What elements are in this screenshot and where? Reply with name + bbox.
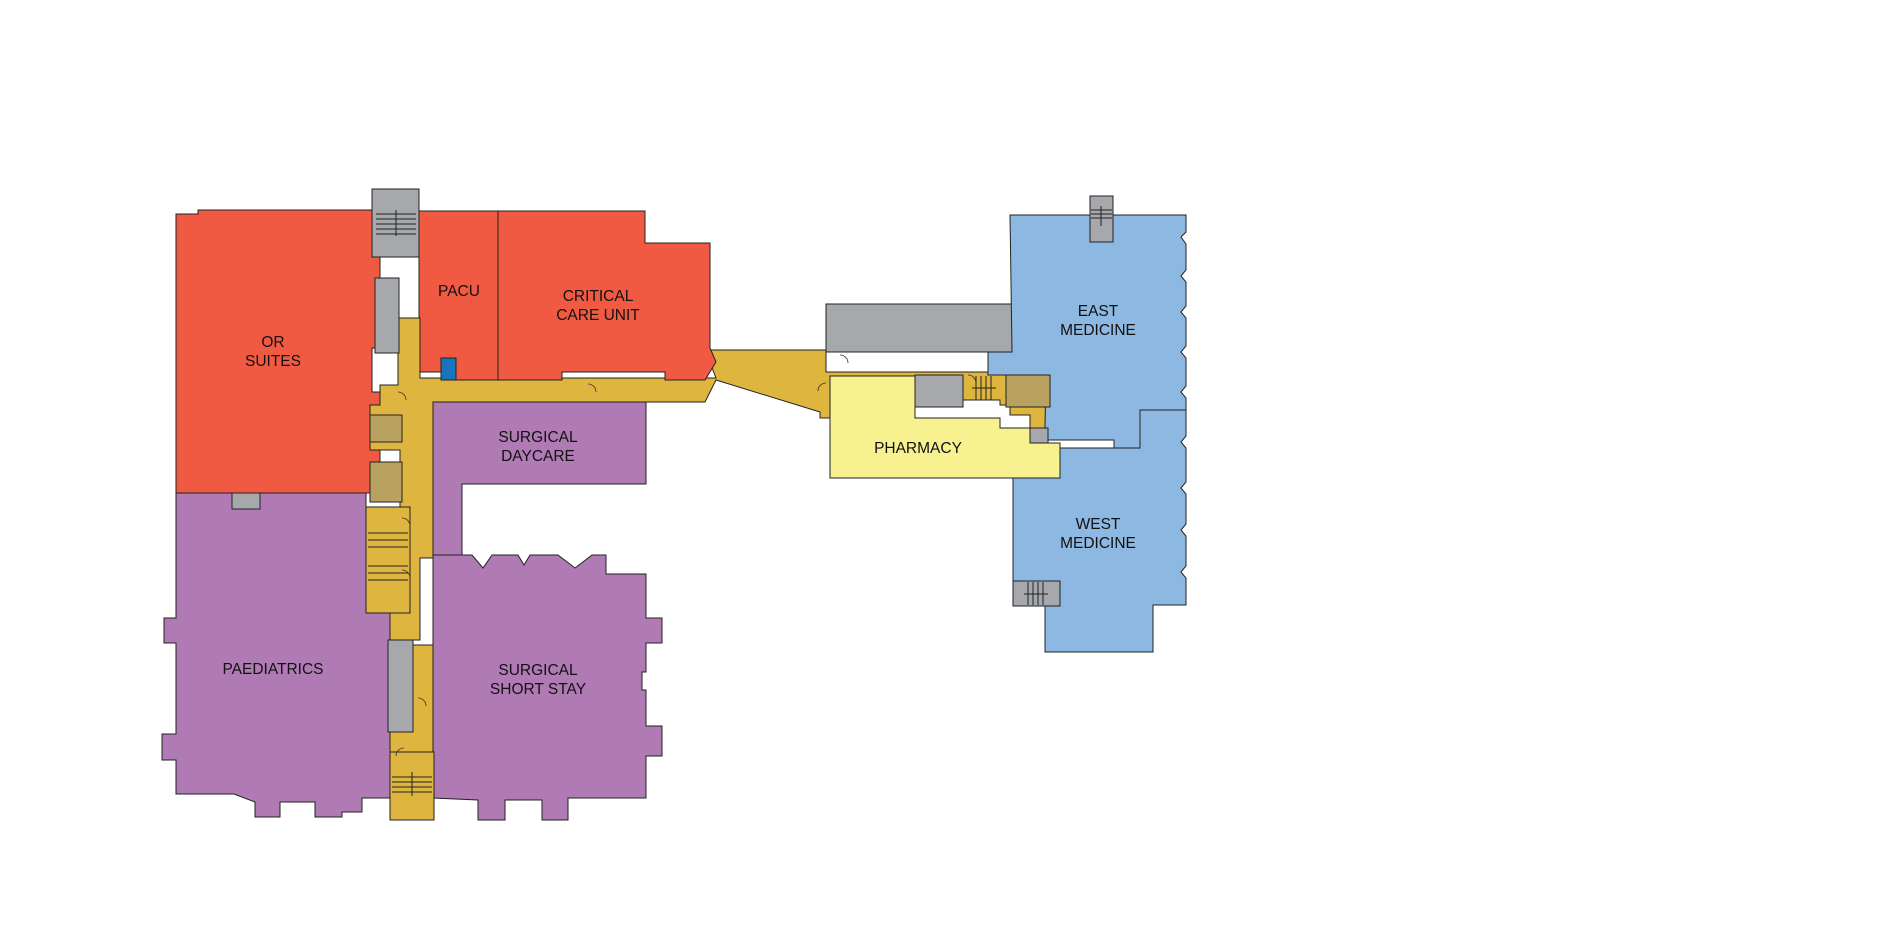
label-west-medicine-2: MEDICINE	[1060, 535, 1136, 552]
elevator-2[interactable]	[369, 461, 403, 503]
room-marker-blue[interactable]	[440, 357, 457, 381]
room-surgical-daycare[interactable]	[432, 401, 647, 556]
label-surgical-daycare-1: SURGICAL	[498, 429, 578, 446]
or-service-shaft[interactable]	[374, 277, 400, 354]
room-or-suites[interactable]	[175, 209, 381, 494]
stair-lines-east-south	[1024, 582, 1048, 605]
east-service-block[interactable]	[825, 303, 1013, 353]
room-east-medicine[interactable]	[987, 214, 1187, 449]
elevator-1[interactable]	[369, 414, 403, 443]
stair-lines-east-mid	[972, 376, 996, 400]
stair-lines-north	[376, 210, 416, 236]
label-pacu: PACU	[438, 283, 480, 300]
label-surgical-short-stay-2: SHORT STAY	[490, 681, 586, 698]
stair-lines-south	[392, 772, 432, 796]
label-critical-care-2: CARE UNIT	[556, 307, 640, 324]
label-paediatrics: PAEDIATRICS	[222, 661, 323, 678]
paediatrics-service-box[interactable]	[231, 492, 261, 510]
label-critical-care-1: CRITICAL	[563, 288, 634, 305]
stair-lines-east-north	[1091, 206, 1112, 226]
label-surgical-short-stay-1: SURGICAL	[498, 662, 578, 679]
label-west-medicine-1: WEST	[1076, 516, 1121, 533]
label-or-suites-1: OR	[261, 334, 284, 351]
room-critical-care-unit[interactable]	[497, 210, 717, 381]
label-or-suites-2: SUITES	[245, 353, 301, 370]
pharmacy-service-box[interactable]	[914, 374, 964, 408]
label-east-medicine-1: EAST	[1078, 303, 1119, 320]
room-surgical-short-stay[interactable]	[432, 554, 663, 821]
stair-lines-west	[368, 532, 408, 581]
label-east-medicine-2: MEDICINE	[1060, 322, 1136, 339]
label-surgical-daycare-2: DAYCARE	[501, 448, 575, 465]
stairwell-west[interactable]	[365, 506, 411, 614]
east-service-notch[interactable]	[1029, 427, 1060, 444]
label-pharmacy: PHARMACY	[874, 440, 962, 457]
door-swings	[395, 354, 977, 757]
east-elevator[interactable]	[1005, 374, 1051, 408]
corridor-service-shaft[interactable]	[387, 639, 414, 733]
room-paediatrics[interactable]	[161, 492, 391, 818]
